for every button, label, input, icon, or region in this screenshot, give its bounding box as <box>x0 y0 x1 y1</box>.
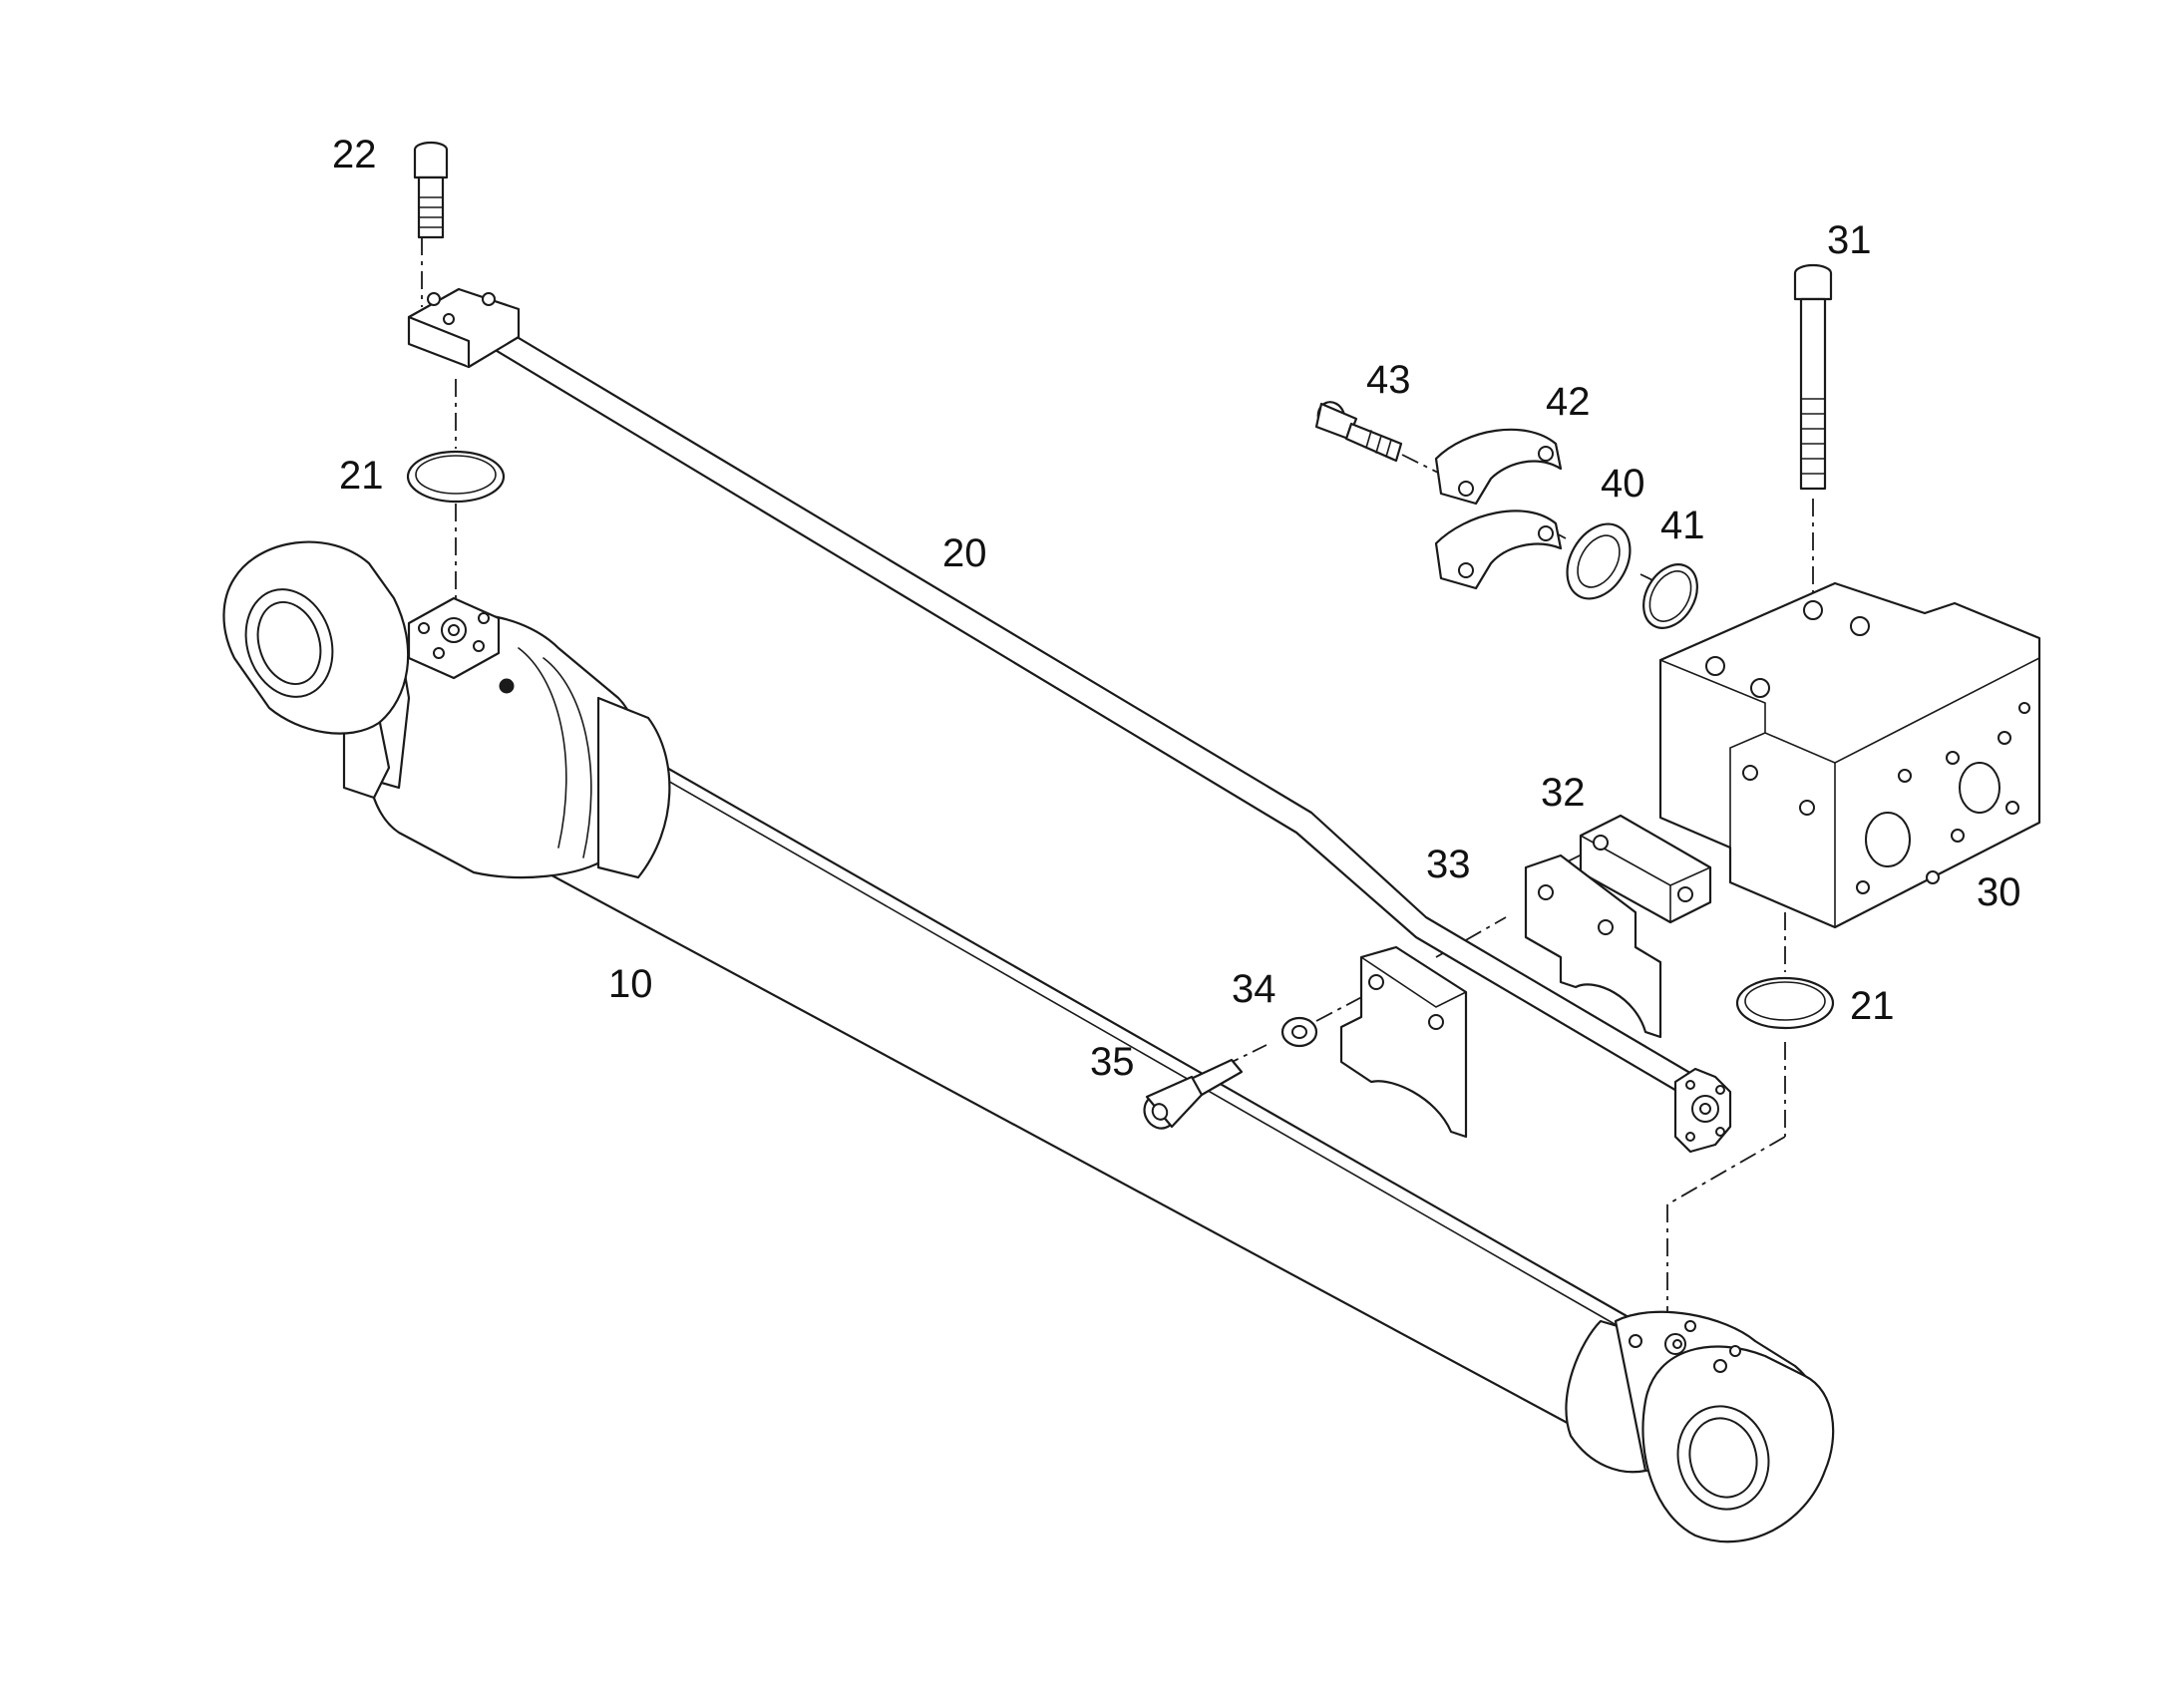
callout-22: 22 <box>332 133 377 176</box>
split-flange-42 <box>1434 428 1563 590</box>
callout-41: 41 <box>1660 504 1705 547</box>
callout-31: 31 <box>1827 218 1872 262</box>
screw-43 <box>1314 401 1403 463</box>
spacer-block <box>1579 814 1712 924</box>
screw-31 <box>1793 263 1833 491</box>
valve-block <box>1658 581 2041 929</box>
callout-35: 35 <box>1090 1040 1135 1084</box>
back-ring-41 <box>1642 563 1698 629</box>
screw-22 <box>413 141 449 239</box>
callout-21-upper: 21 <box>339 454 384 498</box>
callout-10: 10 <box>608 962 653 1006</box>
callout-21-lower: 21 <box>1850 984 1895 1028</box>
o-ring-lower <box>1735 976 1835 1030</box>
callout-33: 33 <box>1426 843 1471 886</box>
hydraulic-cylinder <box>222 540 1835 1543</box>
callout-20: 20 <box>942 531 987 575</box>
mounting-bracket <box>1339 945 1468 1139</box>
callout-42: 42 <box>1546 380 1591 424</box>
callout-30: 30 <box>1977 870 2021 914</box>
seal-ring-40 <box>1566 522 1632 600</box>
o-ring-upper <box>406 450 506 504</box>
callout-32: 32 <box>1541 771 1586 815</box>
washer-34 <box>1280 1016 1318 1048</box>
screw-35 <box>1143 1058 1244 1130</box>
callout-43: 43 <box>1366 358 1411 402</box>
callout-34: 34 <box>1232 967 1276 1011</box>
hydraulic-pipe <box>407 287 1732 1154</box>
callout-labels: 22 21 20 10 31 43 42 40 41 32 33 30 21 3… <box>332 133 2021 1084</box>
clamp-bracket-33 <box>1524 854 1662 1039</box>
callout-40: 40 <box>1601 462 1645 506</box>
